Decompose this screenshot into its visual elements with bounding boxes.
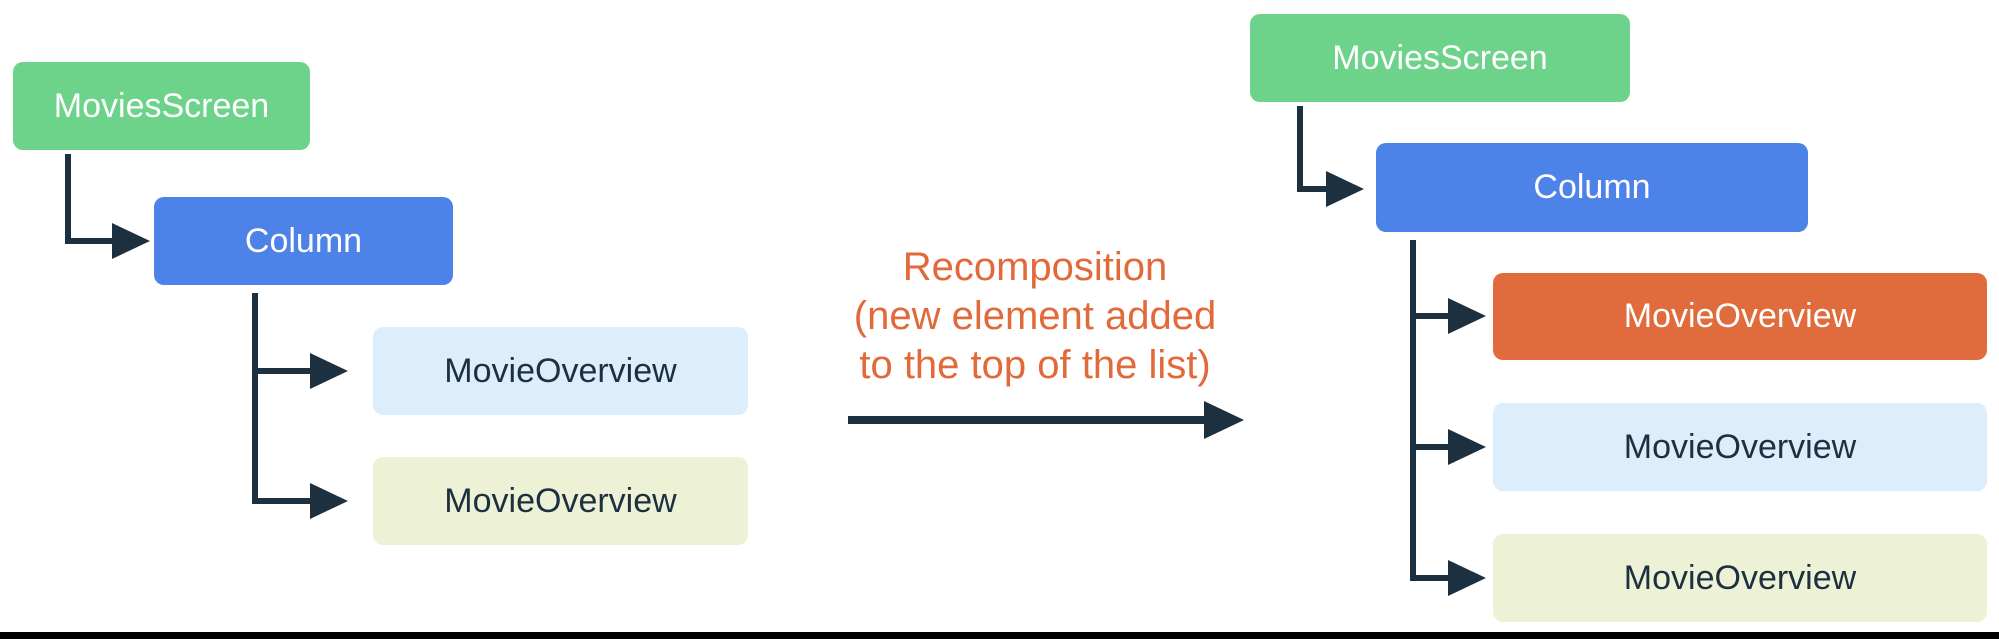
right-tree-movieoverview-2-label: MovieOverview [1623,427,1857,466]
left-tree-column-label: Column [244,221,363,260]
right-child1-arrowhead-icon [1448,298,1486,334]
right-tree-movieoverview-3-label: MovieOverview [1623,558,1857,597]
right-root-connector-vline [1297,106,1303,192]
transition-arrowhead-icon [1204,401,1244,439]
right-tree-movieoverview-3-node: MovieOverview [1493,534,1987,622]
annotation-line-1: Recomposition [902,245,1168,289]
left-child2-arrowhead-icon [310,483,348,519]
right-tree-column-label: Column [1533,168,1651,206]
recomposition-annotation: Recomposition (new element added to the … [770,243,1300,390]
right-child1-connector-hline [1410,313,1452,319]
left-tree-column-node: Column [154,197,453,285]
left-tree-root-label: MoviesScreen [53,86,270,125]
left-column-connector-vline [252,293,258,504]
right-tree-movieoverview-2-node: MovieOverview [1493,403,1987,491]
left-tree-root-node: MoviesScreen [13,62,310,150]
left-root-arrowhead-icon [112,223,150,259]
left-child1-arrowhead-icon [310,353,348,389]
right-tree-movieoverview-new-node: MovieOverview [1493,273,1987,360]
right-root-connector-hline [1297,186,1330,192]
left-tree-movieoverview-1-node: MovieOverview [373,327,748,415]
left-child1-connector-hline [252,368,314,374]
right-tree-root-node: MoviesScreen [1250,14,1630,102]
left-tree-movieoverview-2-node: MovieOverview [373,457,748,545]
right-child2-arrowhead-icon [1448,429,1486,465]
left-root-connector-hline [65,238,115,244]
right-column-connector-vline [1410,240,1416,581]
right-child3-connector-hline [1410,575,1452,581]
left-child2-connector-hline [252,498,314,504]
left-tree-movieoverview-1-label: MovieOverview [444,351,677,390]
annotation-line-2: (new element added [853,294,1217,338]
transition-arrow-shaft [848,416,1206,424]
left-tree-movieoverview-2-label: MovieOverview [444,481,677,520]
right-root-arrowhead-icon [1326,171,1364,207]
left-root-connector-vline [65,154,71,244]
right-tree-movieoverview-new-label: MovieOverview [1623,297,1857,335]
right-tree-column-node: Column [1376,143,1808,232]
bottom-rule [0,632,1999,639]
annotation-line-3: to the top of the list) [859,343,1211,387]
right-tree-root-label: MoviesScreen [1332,38,1548,77]
right-child2-connector-hline [1410,444,1452,450]
right-child3-arrowhead-icon [1448,560,1486,596]
